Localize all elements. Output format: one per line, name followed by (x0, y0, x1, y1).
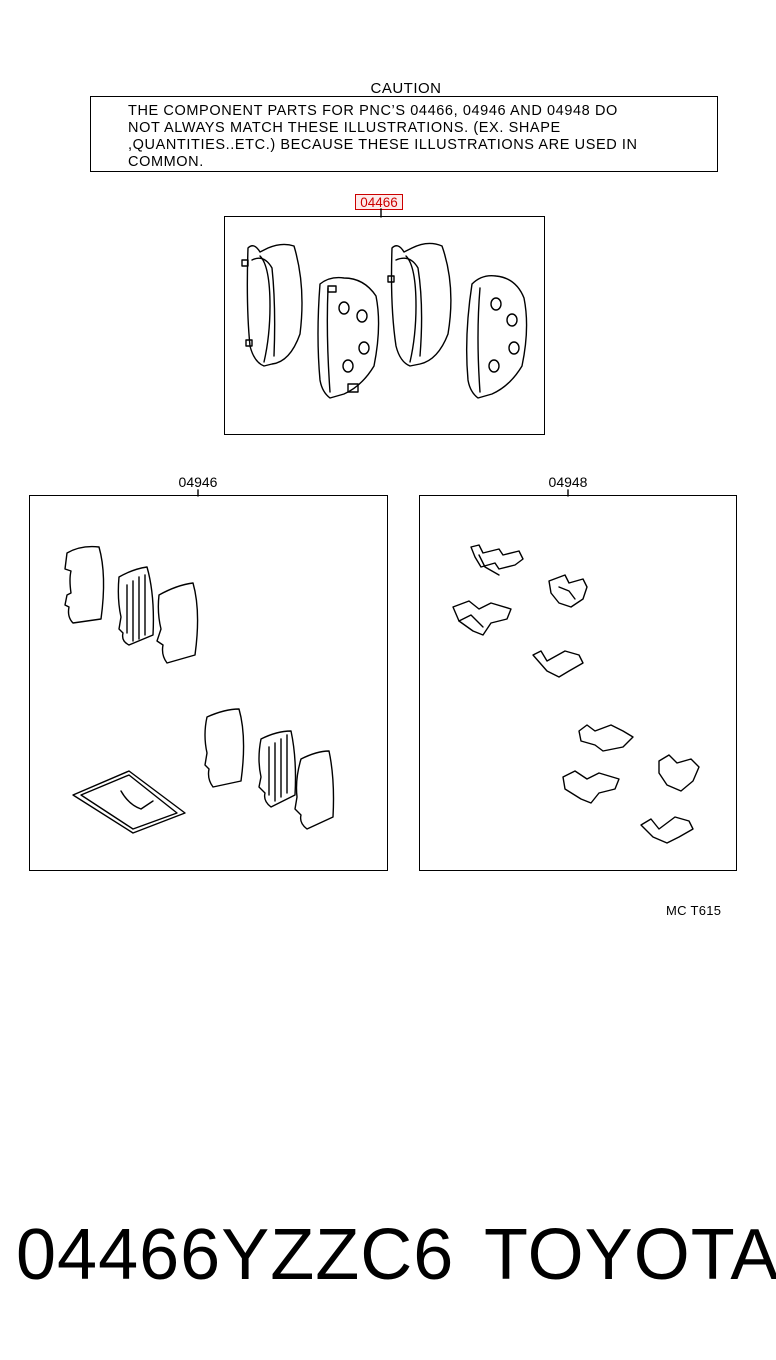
shim-kit-illustration (64, 545, 335, 834)
footer-brand: TOYOTA (484, 1215, 776, 1295)
caution-title: CAUTION (370, 80, 442, 97)
part-frame-04948[interactable] (419, 495, 737, 871)
caution-line: THE COMPONENT PARTS FOR PNC’S 04466, 049… (128, 103, 618, 119)
clip-set-illustration (452, 544, 700, 844)
footer-part-number: 04466YZZC6 (16, 1215, 455, 1295)
brake-pad-1 (241, 243, 303, 367)
brake-pad-4 (465, 274, 528, 399)
grease-packet (72, 770, 186, 834)
caution-line: ,QUANTITIES..ETC.) BECAUSE THESE ILLUSTR… (128, 137, 638, 153)
shim-group-lower (204, 708, 335, 830)
caution-line: NOT ALWAYS MATCH THESE ILLUSTRATIONS. (E… (128, 120, 561, 136)
shim-group-upper (64, 545, 199, 664)
clip-group-upper (452, 544, 588, 678)
brake-pad-2 (317, 276, 380, 399)
brake-pad-3 (387, 242, 452, 367)
caution-line: COMMON. (128, 154, 204, 170)
clip-group-lower (562, 724, 700, 844)
part-frame-04466[interactable] (224, 216, 545, 435)
caution-box (90, 96, 718, 172)
leader-line-04466 (380, 208, 382, 218)
part-label-04466[interactable]: 04466 (355, 194, 403, 210)
part-label-04946[interactable]: 04946 (178, 474, 218, 490)
part-frame-04946[interactable] (29, 495, 388, 871)
caution-text: THE COMPONENT PARTS FOR PNC’S 04466, 049… (128, 103, 684, 171)
part-label-04948[interactable]: 04948 (548, 474, 588, 490)
illustration-reference-code: MC T615 (666, 903, 722, 918)
brake-pad-illustration (241, 242, 528, 399)
